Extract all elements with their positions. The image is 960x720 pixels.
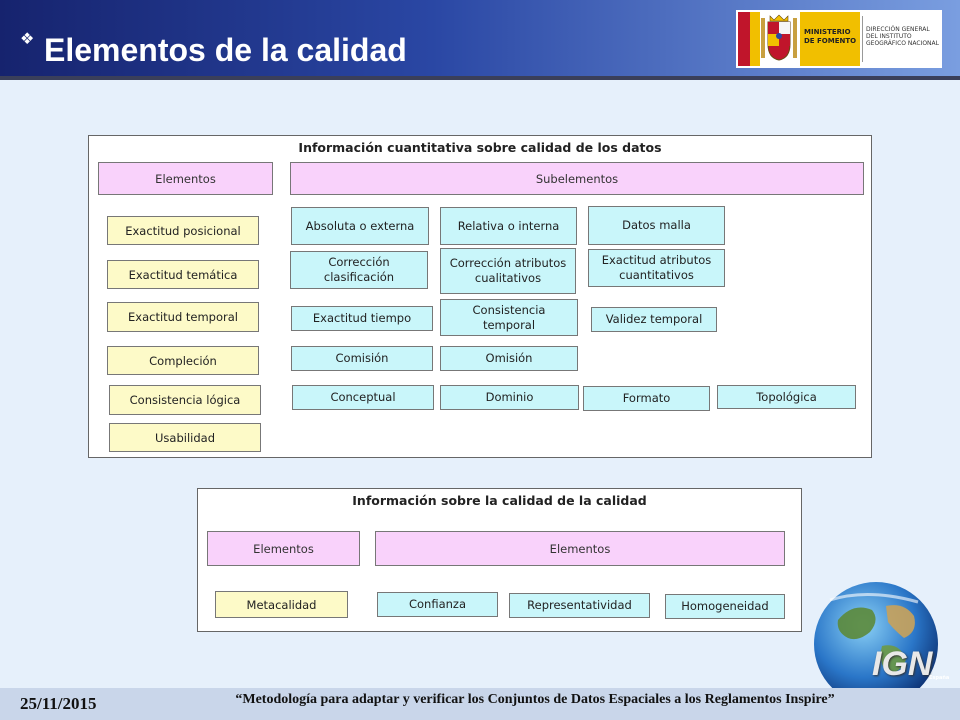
- ign-brand-sub: España: [929, 675, 950, 681]
- subelement-time-accuracy: Exactitud tiempo: [291, 306, 433, 331]
- element-positional-accuracy: Exactitud posicional: [107, 216, 259, 245]
- flag-stripe-yellow: [750, 12, 760, 66]
- element-completeness: Compleción: [107, 346, 259, 375]
- subelement-classification: Corrección clasificación: [290, 251, 428, 289]
- subelement-temporal-validity: Validez temporal: [591, 307, 717, 332]
- directorate-label: DIRECCIÓN GENERAL DEL INSTITUTO GEOGRÁFI…: [866, 26, 939, 47]
- subelement-relative: Relativa o interna: [440, 207, 577, 245]
- element-usability: Usabilidad: [109, 423, 261, 452]
- footer-bar: [0, 688, 960, 720]
- subelement-temporal-consistency: Consistencia temporal: [440, 299, 578, 336]
- diamond-bullet-icon: ❖: [20, 29, 35, 48]
- subelement-domain: Dominio: [440, 385, 579, 410]
- subelement-confidence: Confianza: [377, 592, 498, 617]
- element-logical-consistency: Consistencia lógica: [109, 385, 261, 415]
- subelement-commission: Comisión: [291, 346, 433, 371]
- header-elements: Elementos: [98, 162, 273, 195]
- subelement-conceptual: Conceptual: [292, 385, 434, 410]
- footer-caption: “Metodología para adaptar y verificar lo…: [235, 692, 835, 707]
- logo-divider: [862, 16, 863, 62]
- subelement-format: Formato: [583, 386, 710, 411]
- element-metaquality: Metacalidad: [215, 591, 348, 618]
- meta-header-elements-right: Elementos: [375, 531, 785, 566]
- header-rule: [0, 76, 960, 80]
- footer-date: 25/11/2015: [20, 694, 97, 713]
- subelement-grid-data: Datos malla: [588, 206, 725, 245]
- quantitative-panel-title: Información cuantitativa sobre calidad d…: [298, 140, 662, 155]
- ign-brand-text: IGN: [872, 645, 933, 683]
- header-subelements: Subelementos: [290, 162, 864, 195]
- subelement-topological: Topológica: [717, 385, 856, 409]
- ministry-label-bg: [800, 12, 860, 66]
- flag-stripe-red: [738, 12, 750, 66]
- subelement-representativity: Representatividad: [509, 593, 650, 618]
- slide-title: Elementos de la calidad: [44, 32, 407, 68]
- subelement-omission: Omisión: [440, 346, 578, 371]
- meta-quality-panel-title: Información sobre la calidad de la calid…: [352, 493, 647, 508]
- coat-of-arms-icon: [761, 14, 797, 61]
- element-thematic-accuracy: Exactitud temática: [107, 260, 259, 289]
- ministry-label: MINISTERIO DE FOMENTO: [804, 28, 857, 45]
- subelement-quantitative-attributes: Exactitud atributos cuantitativos: [588, 249, 725, 287]
- ign-globe-logo: [814, 582, 938, 688]
- subelement-absolute: Absoluta o externa: [291, 207, 429, 245]
- element-temporal-accuracy: Exactitud temporal: [107, 302, 259, 332]
- subelement-qualitative-attributes: Corrección atributos cualitativos: [440, 248, 576, 294]
- subelement-homogeneity: Homogeneidad: [665, 594, 785, 619]
- meta-header-elements-left: Elementos: [207, 531, 360, 566]
